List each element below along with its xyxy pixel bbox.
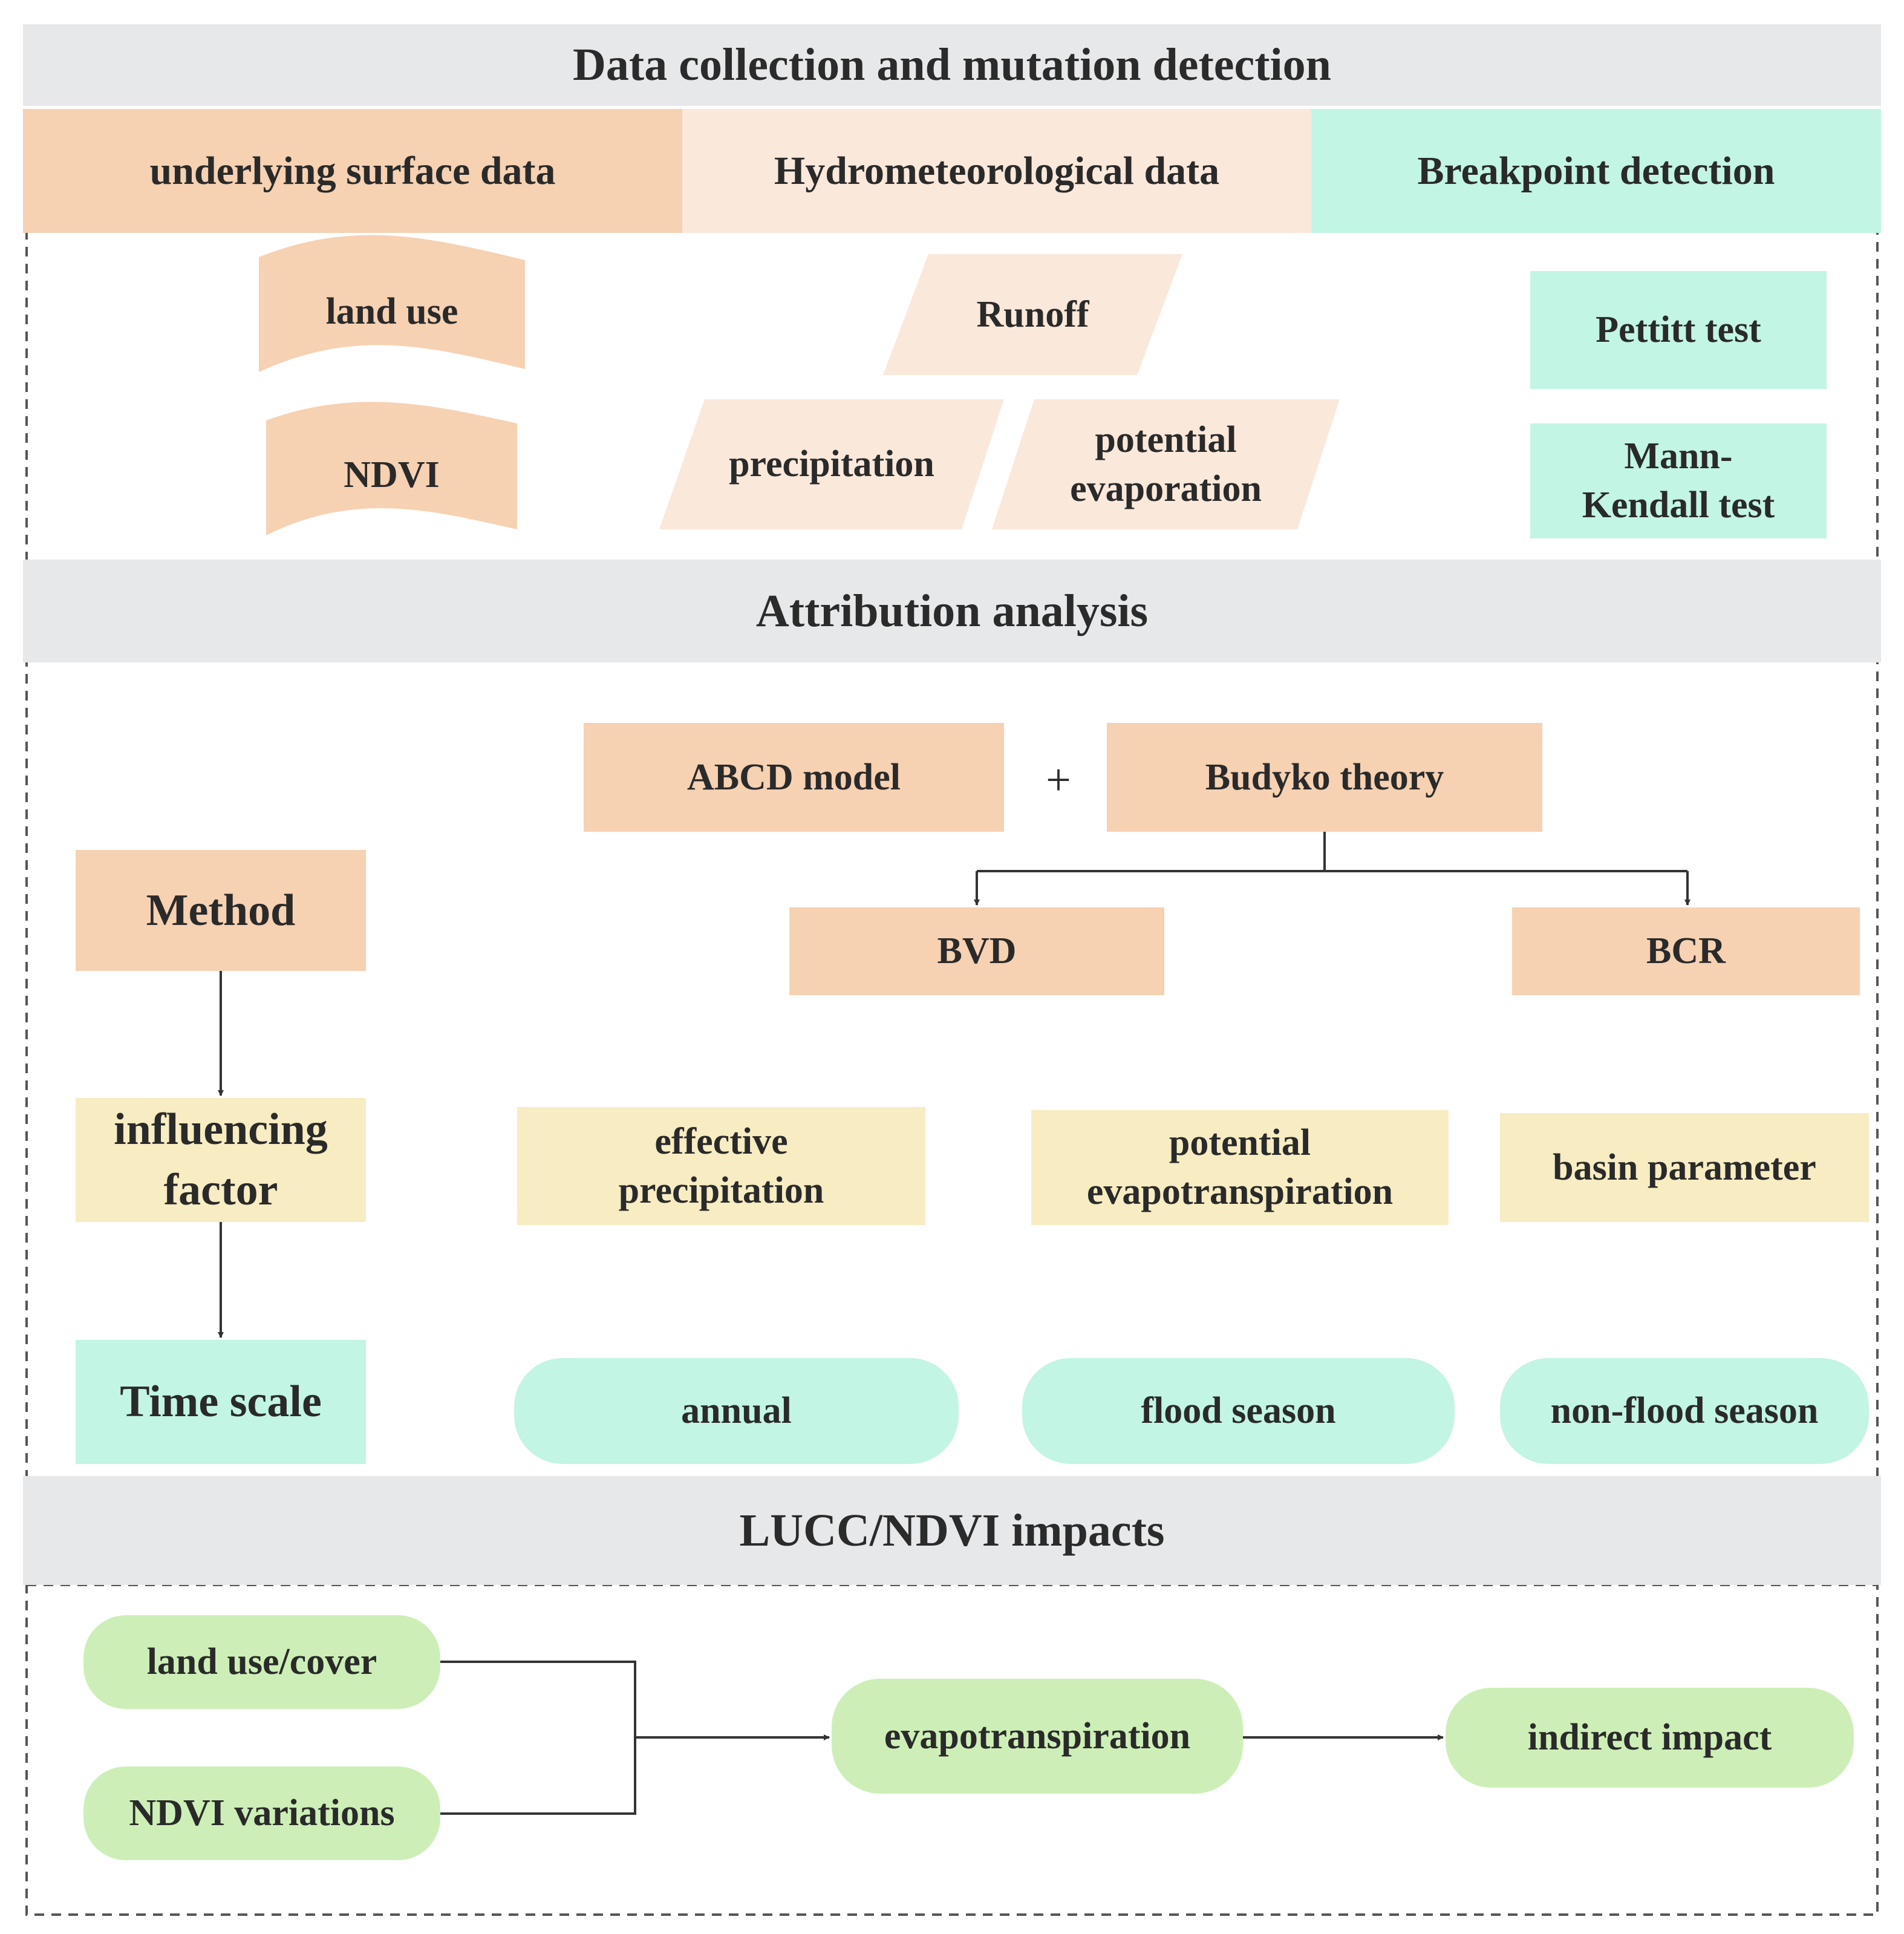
bcr-label: BCR: [1646, 930, 1726, 972]
pet-box: [1031, 1110, 1449, 1225]
potential-evaporation-parallelogram: [992, 399, 1340, 529]
budyko-box: [1107, 723, 1542, 832]
evapotranspiration-box: [832, 1679, 1243, 1794]
indirect-impact-label: indirect impact: [1527, 1717, 1772, 1759]
influencing-line1: influencing: [114, 1104, 328, 1154]
pet-label: potential evapotranspiration: [1031, 1110, 1449, 1225]
indirect-impact-box: [1446, 1688, 1854, 1788]
merge-bracket: [440, 1661, 636, 1815]
runoff-label: Runoff: [976, 293, 1089, 335]
pettitt-box: [1530, 271, 1827, 389]
method-box: [76, 850, 366, 971]
basin-parameter-label: basin parameter: [1553, 1146, 1816, 1188]
pettitt-label: Pettitt test: [1596, 309, 1761, 351]
non-flood-season-label: non-flood season: [1550, 1390, 1819, 1432]
flood-season-label: flood season: [1141, 1390, 1336, 1432]
mann-kendall-line1: Mann-: [1624, 436, 1733, 477]
plus-sign: +: [1046, 755, 1071, 805]
potential-evaporation-line1: potential: [1095, 419, 1237, 460]
section2-header-bar: [23, 560, 1881, 662]
hydromet-label: Hydrometeorological data: [774, 148, 1220, 193]
basin-box: [1500, 1113, 1869, 1222]
abcd-box: [584, 723, 1004, 832]
influencing-box: [76, 1098, 366, 1222]
non-flood-season-box: [1500, 1358, 1869, 1464]
mann-kendall-box: [1530, 423, 1827, 538]
potential-evaporation-label: potential evaporation: [992, 399, 1340, 529]
evapotranspiration-label: evapotranspiration: [884, 1715, 1191, 1757]
precipitation-label: precipitation: [729, 443, 934, 485]
annual-label: annual: [681, 1390, 792, 1432]
precipitation-parallelogram: [659, 399, 1004, 529]
breakpoint-label: Breakpoint detection: [1417, 148, 1775, 193]
runoff-parallelogram: [883, 254, 1182, 375]
time-scale-label: Time scale: [120, 1377, 322, 1427]
breakpoint-bar: [1311, 109, 1881, 233]
ndvi-wave: [266, 402, 517, 535]
influencing-factor-label: influencing factor: [76, 1098, 366, 1222]
section1-dashed-border: [25, 229, 1879, 570]
abcd-label: ABCD model: [686, 756, 901, 798]
land-use-wave: [259, 235, 525, 372]
section2-title: Attribution analysis: [755, 585, 1149, 636]
flood-season-box: [1022, 1358, 1455, 1464]
annual-box: [514, 1358, 959, 1464]
underlying-surface-bar: [23, 109, 682, 233]
hydromet-bar: [682, 109, 1311, 233]
effective-precip-line2: precipitation: [618, 1169, 824, 1211]
section1-header-bar: [23, 24, 1881, 106]
section3-title: LUCC/NDVI impacts: [739, 1504, 1165, 1556]
effective-precip-line1: effective: [654, 1120, 788, 1162]
time-scale-box: [76, 1340, 366, 1464]
bcr-box: [1512, 907, 1860, 995]
pet-line2: evapotranspiration: [1086, 1171, 1394, 1212]
land-use-cover-label: land use/cover: [146, 1641, 377, 1683]
section3-dashed-border: [25, 1584, 1879, 1916]
section1-title: Data collection and mutation detection: [573, 39, 1331, 91]
mann-kendall-label: Mann- Kendall test: [1530, 423, 1827, 538]
effective-precip-label: effective precipitation: [517, 1107, 925, 1225]
bvd-label: BVD: [937, 930, 1017, 972]
bvd-box: [789, 907, 1164, 995]
ndvi-variations-box: [83, 1766, 440, 1860]
method-label: Method: [146, 885, 296, 935]
pet-line1: potential: [1169, 1122, 1311, 1164]
effective-precip-box: [517, 1107, 925, 1225]
land-use-cover-box: [83, 1615, 440, 1709]
mann-kendall-line2: Kendall test: [1582, 485, 1775, 526]
budyko-label: Budyko theory: [1205, 756, 1444, 798]
underlying-surface-label: underlying surface data: [149, 148, 556, 193]
potential-evaporation-line2: evaporation: [1070, 468, 1262, 509]
ndvi-variations-label: NDVI variations: [129, 1792, 395, 1834]
land-use-label: land use: [325, 290, 458, 332]
section3-header-bar: [23, 1476, 1881, 1585]
ndvi-label: NDVI: [344, 454, 440, 495]
influencing-line2: factor: [163, 1165, 278, 1215]
